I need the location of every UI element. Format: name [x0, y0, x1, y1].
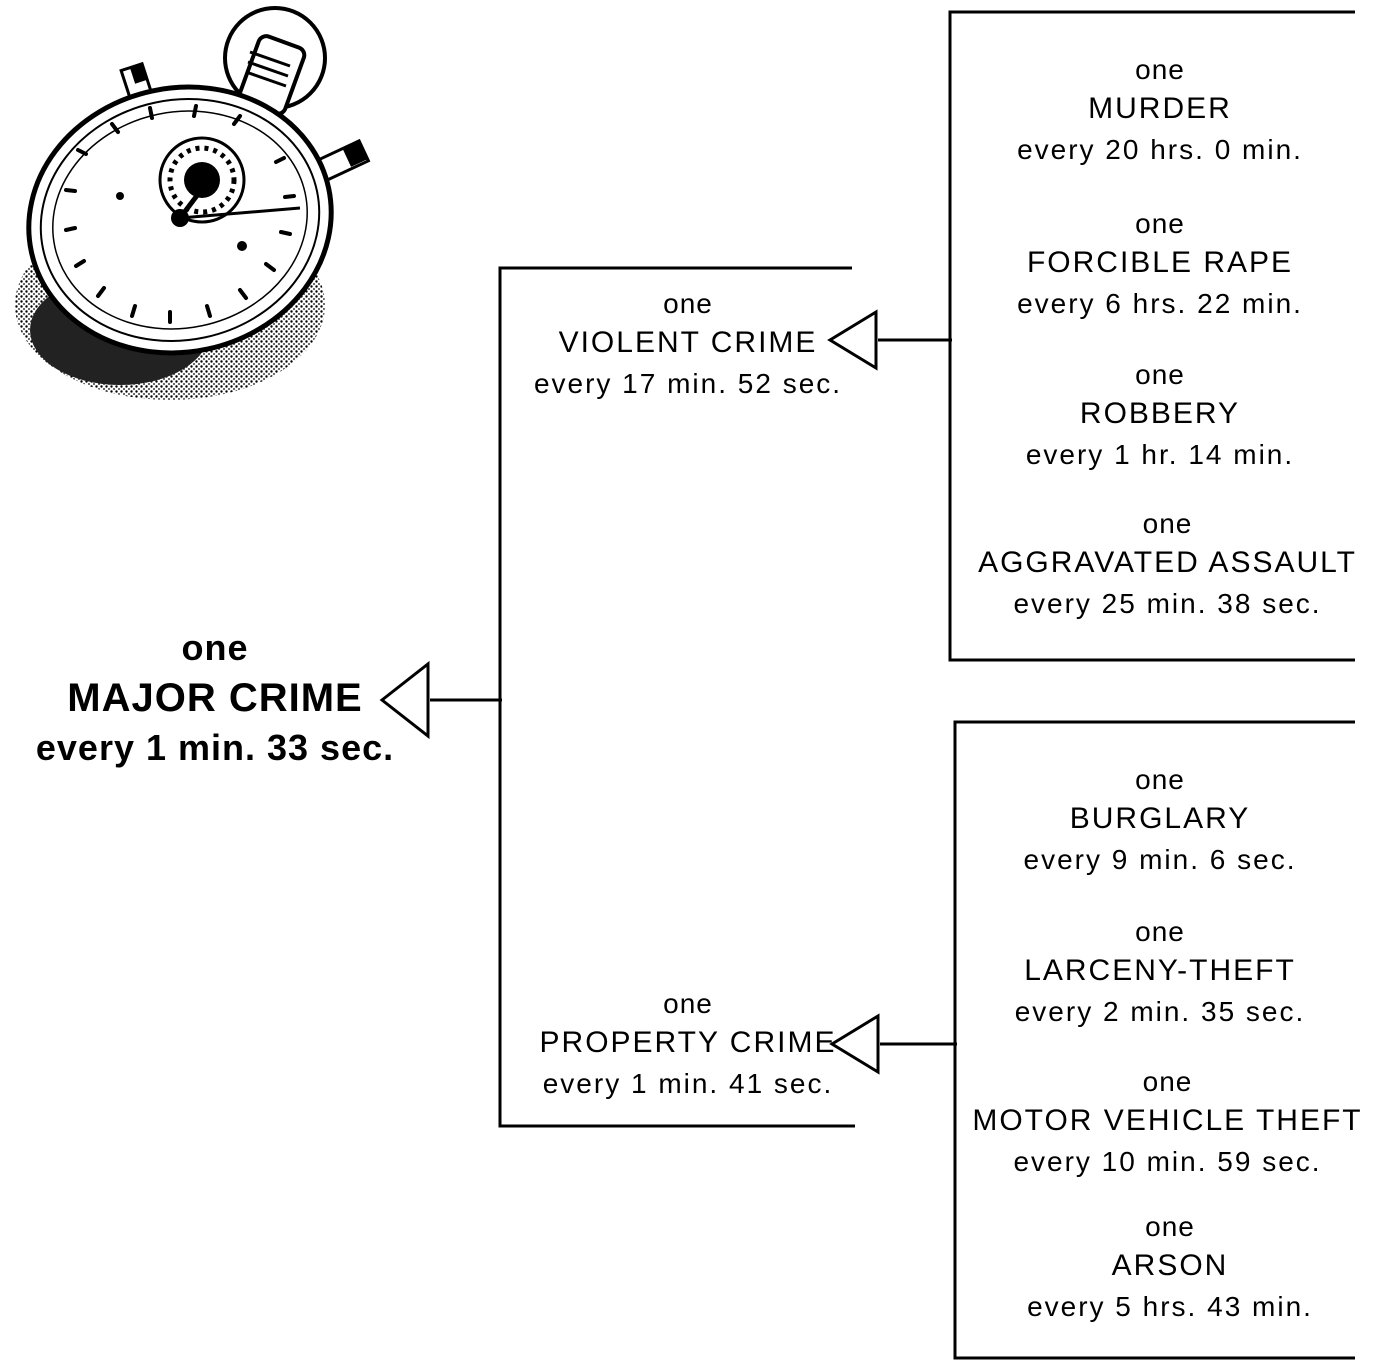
major-arrow-icon [379, 660, 430, 740]
item-rate: every 2 min. 35 sec. [1014, 996, 1306, 1027]
property-item-arson: one ARSON every 5 hrs. 43 min. [955, 1213, 1385, 1321]
item-prefix: one [1142, 1066, 1193, 1097]
property-rate: every 1 min. 41 sec. [542, 1068, 834, 1099]
violent-bracket [948, 10, 1355, 662]
violent-arrow-icon [827, 309, 878, 371]
violent-item-murder: one MURDER every 20 hrs. 0 min. [955, 56, 1365, 164]
item-prefix: one [1142, 508, 1193, 539]
item-prefix: one [1135, 54, 1185, 85]
stopwatch-icon [15, 6, 371, 400]
item-name: LARCENY-THEFT [1024, 954, 1296, 987]
item-rate: every 10 min. 59 sec. [1013, 1146, 1322, 1177]
violent-prefix: one [663, 288, 713, 319]
major-branch-bracket [498, 266, 855, 1128]
item-prefix: one [1135, 916, 1185, 947]
item-name: BURGLARY [1069, 802, 1251, 835]
property-prefix: one [663, 988, 713, 1019]
item-prefix: one [1135, 208, 1185, 239]
violent-name: VIOLENT CRIME [558, 326, 818, 359]
property-item-larceny-theft: one LARCENY-THEFT every 2 min. 35 sec. [955, 918, 1365, 1026]
property-arrow-icon [829, 1013, 880, 1075]
major-prefix: one [181, 627, 249, 668]
violent-item-robbery: one ROBBERY every 1 hr. 14 min. [955, 361, 1365, 469]
item-name: MOTOR VEHICLE THEFT [972, 1104, 1363, 1137]
major-rate: every 1 min. 33 sec. [35, 727, 395, 768]
property-item-burglary: one BURGLARY every 9 min. 6 sec. [955, 766, 1365, 874]
item-rate: every 5 hrs. 43 min. [1027, 1291, 1313, 1322]
item-name: ROBBERY [1079, 397, 1241, 430]
property-name: PROPERTY CRIME [539, 1026, 837, 1059]
property-crime-node: one PROPERTY CRIME every 1 min. 41 sec. [508, 990, 868, 1098]
item-rate: every 9 min. 6 sec. [1023, 844, 1297, 875]
item-rate: every 1 hr. 14 min. [1025, 439, 1295, 470]
item-prefix: one [1145, 1211, 1195, 1242]
item-prefix: one [1135, 359, 1185, 390]
item-rate: every 6 hrs. 22 min. [1017, 288, 1303, 319]
violent-item-forcible-rape: one FORCIBLE RAPE every 6 hrs. 22 min. [955, 210, 1365, 318]
item-name: MURDER [1088, 92, 1232, 125]
item-rate: every 20 hrs. 0 min. [1017, 134, 1303, 165]
violent-crime-node: one VIOLENT CRIME every 17 min. 52 sec. [508, 290, 868, 398]
item-rate: every 25 min. 38 sec. [1013, 588, 1322, 619]
property-bracket [953, 720, 1355, 1360]
major-crime-node: one MAJOR CRIME every 1 min. 33 sec. [0, 630, 430, 766]
item-name: FORCIBLE RAPE [1026, 246, 1294, 279]
property-item-motor-vehicle-theft: one MOTOR VEHICLE THEFT every 10 min. 59… [955, 1068, 1380, 1176]
item-name: ARSON [1111, 1249, 1229, 1282]
item-prefix: one [1135, 764, 1185, 795]
violent-rate: every 17 min. 52 sec. [533, 368, 843, 399]
item-name: AGGRAVATED ASSAULT [978, 546, 1357, 579]
major-name: MAJOR CRIME [67, 676, 363, 720]
violent-item-aggravated-assault: one AGGRAVATED ASSAULT every 25 min. 38 … [955, 510, 1380, 618]
